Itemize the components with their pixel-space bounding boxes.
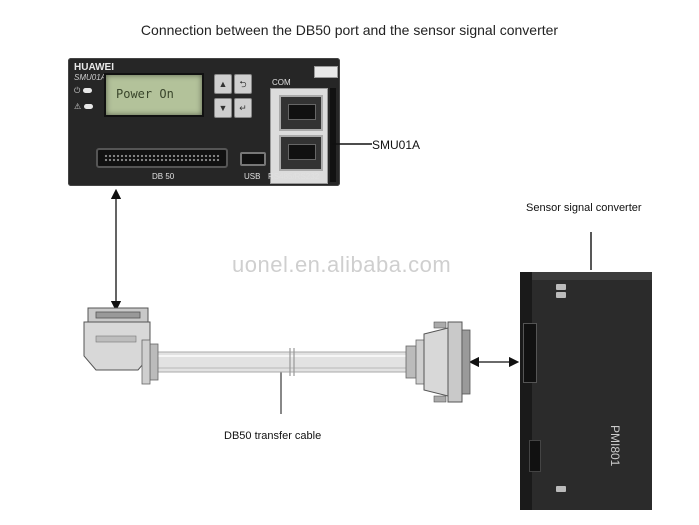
side-rail — [330, 88, 336, 182]
converter-screw — [556, 284, 566, 290]
power-led-light — [83, 88, 93, 94]
converter-side-face — [520, 272, 532, 510]
lcd-display: Power On — [104, 73, 204, 117]
rs485-port-label: RS485/RS232 — [268, 172, 320, 181]
latch-tab — [314, 66, 338, 78]
up-button[interactable]: ▲ — [214, 74, 232, 94]
usb-port-label: USB — [244, 172, 261, 181]
com-port-panel — [270, 88, 328, 184]
db50-transfer-cable — [149, 348, 413, 376]
lcd-text: Power On — [116, 87, 174, 101]
usb-port[interactable] — [240, 152, 266, 166]
converter-model-label: PMI801 — [608, 425, 622, 467]
converter-side-slot — [529, 440, 541, 472]
power-led: ⏻ — [74, 86, 93, 96]
device-model-label: SMU01A — [74, 73, 107, 82]
alarm-icon: ⚠ — [74, 102, 82, 111]
alarm-led: ⚠ — [74, 102, 94, 111]
alarm-led-light — [84, 104, 94, 110]
smu-label: SMU01A — [372, 138, 421, 152]
com-port-label: COM — [272, 78, 291, 87]
rj45-port-lower[interactable] — [279, 135, 323, 171]
left-db50-plug — [83, 307, 159, 385]
back-button[interactable]: ⮌ — [234, 74, 252, 94]
converter-db50-port[interactable] — [523, 323, 537, 383]
power-icon: ⏻ — [74, 86, 81, 95]
smu01a-device: HUAWEI SMU01A ⏻ ⚠ Power On ▲ ▼ ⮌ ↵ DB 50… — [68, 58, 340, 186]
db50-port-label: DB 50 — [152, 172, 175, 181]
rj45-socket — [288, 144, 316, 160]
watermark-text: uonel.en.alibaba.com — [232, 252, 452, 277]
right-db50-plug — [405, 321, 471, 403]
down-button[interactable]: ▼ — [214, 98, 232, 118]
converter-screw — [556, 486, 566, 492]
cable-label: DB50 transfer cable — [224, 430, 322, 442]
enter-button[interactable]: ↵ — [234, 98, 252, 118]
db50-pins — [104, 154, 220, 162]
sensor-signal-converter — [520, 272, 652, 510]
brand-logo: HUAWEI — [74, 62, 114, 73]
db50-port[interactable] — [96, 148, 228, 168]
rj45-port-upper[interactable] — [279, 95, 323, 131]
rj45-socket — [288, 104, 316, 120]
diagram-title: Connection between the DB50 port and the… — [140, 22, 559, 38]
converter-screw — [556, 292, 566, 298]
converter-top-edge — [520, 272, 652, 280]
converter-label: Sensor signal converter — [526, 202, 642, 214]
